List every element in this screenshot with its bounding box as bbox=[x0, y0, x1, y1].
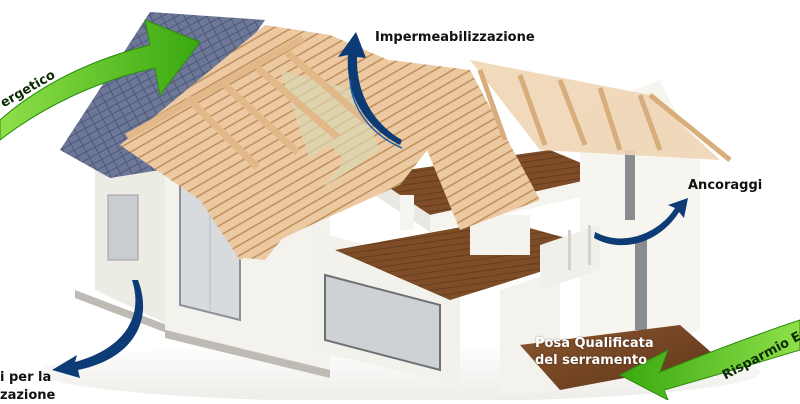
label-window-install-line1: Posa Qualificata bbox=[535, 336, 654, 351]
label-bottom-left-line2: zazione bbox=[0, 388, 56, 403]
label-anchors: Ancoraggi bbox=[688, 178, 763, 193]
green-arrow-bottom-right bbox=[618, 319, 800, 400]
label-bottom-left-line1: i per la bbox=[0, 370, 52, 385]
roof-tiles bbox=[60, 12, 265, 178]
green-arrow-top-left bbox=[0, 19, 201, 141]
roof-timber-frame bbox=[120, 25, 732, 260]
blue-arrow-bottom-left bbox=[52, 280, 144, 378]
blue-arrow-roof-trail bbox=[349, 79, 403, 149]
blue-arrow-roof bbox=[338, 32, 402, 145]
label-window-install-line2: del serramento bbox=[535, 353, 648, 368]
label-waterproofing: Impermeabilizzazione bbox=[375, 30, 535, 45]
wooden-deck bbox=[520, 325, 720, 390]
blue-arrow-anchors bbox=[594, 198, 688, 246]
